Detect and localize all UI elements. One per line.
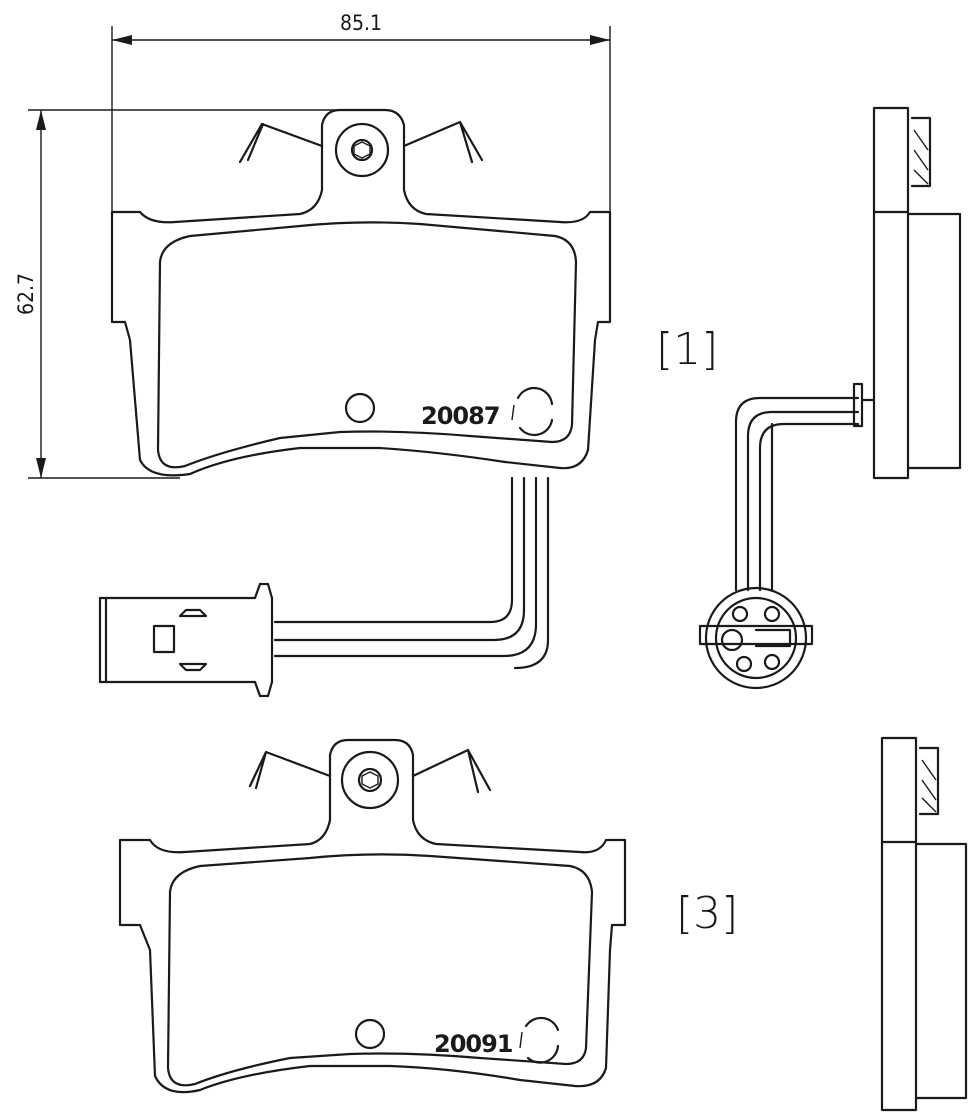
pad-1-ref-label: [1] xyxy=(656,324,718,375)
pad-1-part-code: 20087 xyxy=(421,402,500,430)
width-dimension: 85.1 xyxy=(111,11,611,212)
pad-1-sensor-side-connector xyxy=(698,396,860,690)
pad-3-ref-label: [3] xyxy=(676,888,738,939)
pad-3-part-code: 20091 xyxy=(434,1030,513,1058)
pad-1-front-view: 20087 xyxy=(110,108,612,477)
pad-1-wear-sensor xyxy=(98,476,550,698)
pad-3-front-view: 20091 xyxy=(118,738,627,1094)
height-dimension-label: 62.7 xyxy=(14,273,38,315)
pad-1-side-view xyxy=(852,106,962,480)
pad-3-side-view xyxy=(880,736,968,1112)
height-dimension: 62.7 xyxy=(14,109,360,479)
width-dimension-label: 85.1 xyxy=(340,11,382,35)
